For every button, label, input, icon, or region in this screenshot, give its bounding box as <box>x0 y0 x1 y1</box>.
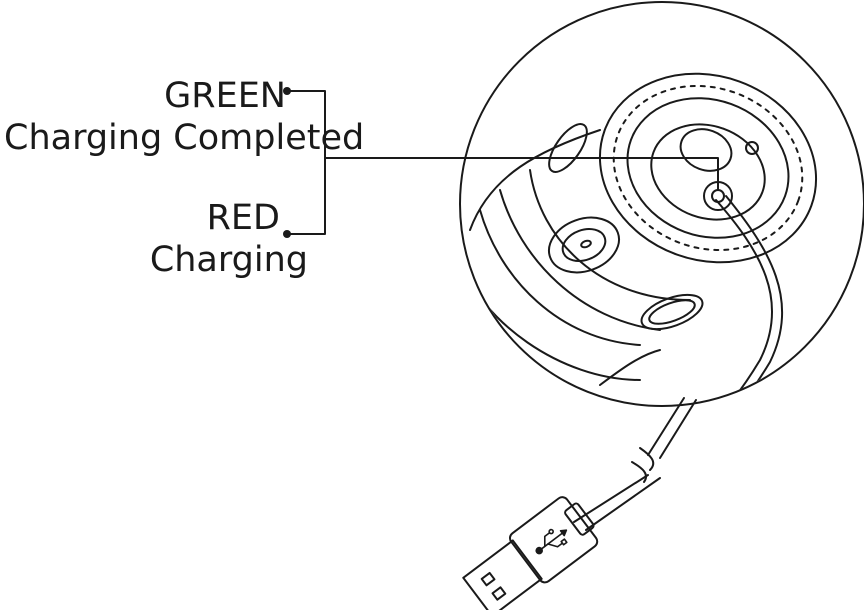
red-description: Charging <box>149 240 308 280</box>
usb-icon <box>535 528 568 555</box>
green-description: Charging Completed <box>4 118 365 158</box>
charging-dock-illustration <box>461 72 818 405</box>
usb-cable <box>573 397 697 531</box>
magnifier-circle <box>459 1 864 407</box>
leader-lines <box>283 87 719 238</box>
red-label: RED <box>206 198 280 238</box>
usb-plug-illustration <box>462 496 599 610</box>
green-label: GREEN <box>164 76 286 116</box>
